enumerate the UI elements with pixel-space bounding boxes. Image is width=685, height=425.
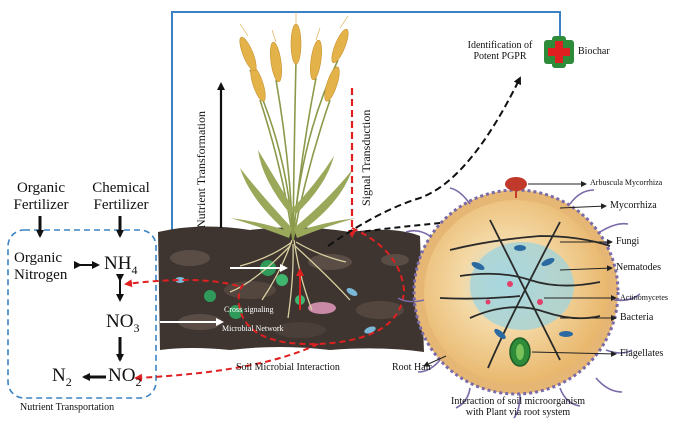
nh4-subscript: 4	[131, 262, 138, 277]
pointer-flagellates	[531, 350, 617, 357]
nutrient-transportation-label: Nutrient Transportation	[20, 402, 115, 413]
n2-subscript: 2	[65, 374, 72, 389]
nh4-label: NH4	[104, 253, 138, 277]
cross-signaling-label: Cross signaling	[224, 305, 274, 314]
pgpr-line2: Potent PGPR	[473, 51, 527, 62]
flagellates-label: Flagellates	[620, 348, 664, 359]
interaction-caption: Interaction of soil microorganism with P…	[428, 396, 608, 418]
n2-text: N	[52, 365, 66, 386]
no2-text: NO	[108, 365, 136, 386]
no2-subscript: 2	[135, 374, 142, 389]
biochar-label: Biochar	[578, 46, 610, 57]
roots	[229, 239, 351, 319]
pointer-nematodes	[559, 265, 613, 272]
nutrient-transport-box	[7, 229, 157, 399]
pgpr-identification-arrow	[327, 76, 521, 247]
chemical-fertilizer-line2: Fertilizer	[93, 196, 149, 213]
pgpr-line1: Identification of	[467, 40, 533, 51]
sphere-soil-arrow	[359, 217, 501, 233]
soil-microbial-interaction-label: Soil Microbial Interaction	[236, 362, 340, 373]
cross-signaling-loop	[237, 227, 406, 346]
bacteria-label: Bacteria	[620, 312, 654, 323]
signal-transduction-label: Signal Transduction	[359, 109, 373, 206]
biochar-plus-icon	[544, 36, 574, 68]
pointer-mycorrhiza	[559, 203, 607, 210]
biochar-feedback-line	[167, 11, 561, 247]
nh4-text: NH	[104, 253, 132, 274]
fungi-label: Fungi	[616, 236, 640, 247]
actinomycetes-label: Actinomycetes	[620, 293, 668, 302]
no3-label: NO3	[106, 311, 140, 335]
chemical-fertilizer-line1: Chemical	[92, 180, 150, 196]
organic-fertilizer-line1: Organic	[16, 180, 66, 196]
n2-label: N2	[52, 365, 72, 389]
microbe-sphere	[412, 177, 620, 396]
interaction-caption-line1: Interaction of soil microorganism	[451, 396, 585, 407]
no2-label: NO2	[108, 365, 142, 389]
pointer-root-hair	[423, 355, 447, 367]
pgpr-label: Identification of Potent PGPR	[452, 40, 548, 62]
mycorrhiza-label: Mycorrhiza	[610, 200, 657, 211]
arbuscula-mycorrhiza-label: Arbuscula Mycorrhiza	[590, 178, 663, 187]
nutrient-transformation-label: Nutrient Transformation	[194, 111, 208, 228]
chemical-fertilizer-label: Chemical Fertilizer	[84, 180, 158, 213]
no3-subscript: 3	[133, 320, 140, 335]
organic-nitrogen-line1: Organic	[14, 250, 63, 266]
organic-fertilizer-label: Organic Fertilizer	[6, 180, 76, 213]
root-hair-label: Root Hair	[392, 362, 432, 373]
organic-fertilizer-line2: Fertilizer	[13, 196, 69, 213]
microbial-network-label: Microbial Network	[222, 324, 284, 333]
organic-nitrogen-line2: Nitrogen	[14, 266, 68, 283]
organic-nitrogen-label: Organic Nitrogen	[14, 250, 67, 283]
interaction-caption-line2: with Plant via root system	[465, 407, 571, 418]
wheat-plant	[230, 12, 356, 241]
no3-text: NO	[106, 311, 134, 332]
nematodes-label: Nematodes	[616, 262, 661, 273]
